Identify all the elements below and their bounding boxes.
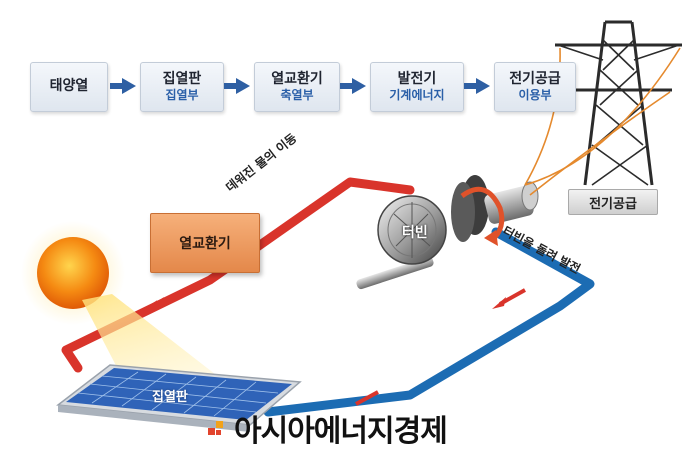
flow-arrow-icon (110, 78, 136, 94)
flow-step-heat-exchanger: 열교환기 축열부 (254, 62, 340, 112)
flow-step-title: 발전기 (397, 70, 437, 87)
collector-label: 집열판 (152, 390, 188, 405)
flow-step-subtitle: 집열부 (165, 88, 199, 103)
flow-step-title: 열교환기 (271, 70, 323, 87)
flow-step-title: 집열판 (162, 70, 202, 87)
flow-arrow-up-1-shaft (309, 194, 331, 209)
turbine-label: 터빈 (402, 225, 428, 241)
flow-step-subtitle: 기계에너지 (389, 88, 445, 103)
flow-step-subtitle: 이용부 (518, 88, 552, 103)
flow-step-title: 태양열 (49, 78, 89, 95)
publisher-logo-icon (208, 421, 223, 435)
power-line (529, 91, 671, 196)
flow-arrow-up-2-shaft (136, 300, 160, 317)
watermark-text: 아시아에너지경제 (234, 414, 448, 449)
flow-step-generator: 발전기 기계에너지 (370, 62, 464, 112)
solar-collector-panel (56, 364, 302, 432)
flow-step-title: 전기공급 (509, 70, 561, 87)
heat-exchanger-label: 열교환기 (179, 236, 231, 252)
flow-arrow-icon (224, 78, 250, 94)
flow-step-power-supply: 전기공급 이용부 (494, 62, 576, 112)
watermark: 아시아에너지경제 (206, 406, 448, 450)
heat-exchanger-box: 열교환기 (150, 213, 260, 273)
flow-arrow-down-1-head (492, 297, 506, 309)
flow-step-solar-heat: 태양열 (30, 62, 108, 112)
flow-step-collector: 집열판 집열부 (140, 62, 224, 112)
flow-arrow-down-2 (355, 390, 379, 406)
power-supply-label: 전기공급 (568, 189, 658, 215)
flow-step-subtitle: 축열부 (280, 88, 314, 103)
rotation-arrow-head (484, 230, 498, 246)
flow-arrow-icon (464, 78, 490, 94)
power-supply-label-text: 전기공급 (589, 196, 637, 212)
sun-icon (37, 237, 109, 309)
rotation-arrow-icon (460, 186, 505, 242)
flow-arrow-icon (340, 78, 366, 94)
hot-water-pipe (61, 177, 415, 373)
